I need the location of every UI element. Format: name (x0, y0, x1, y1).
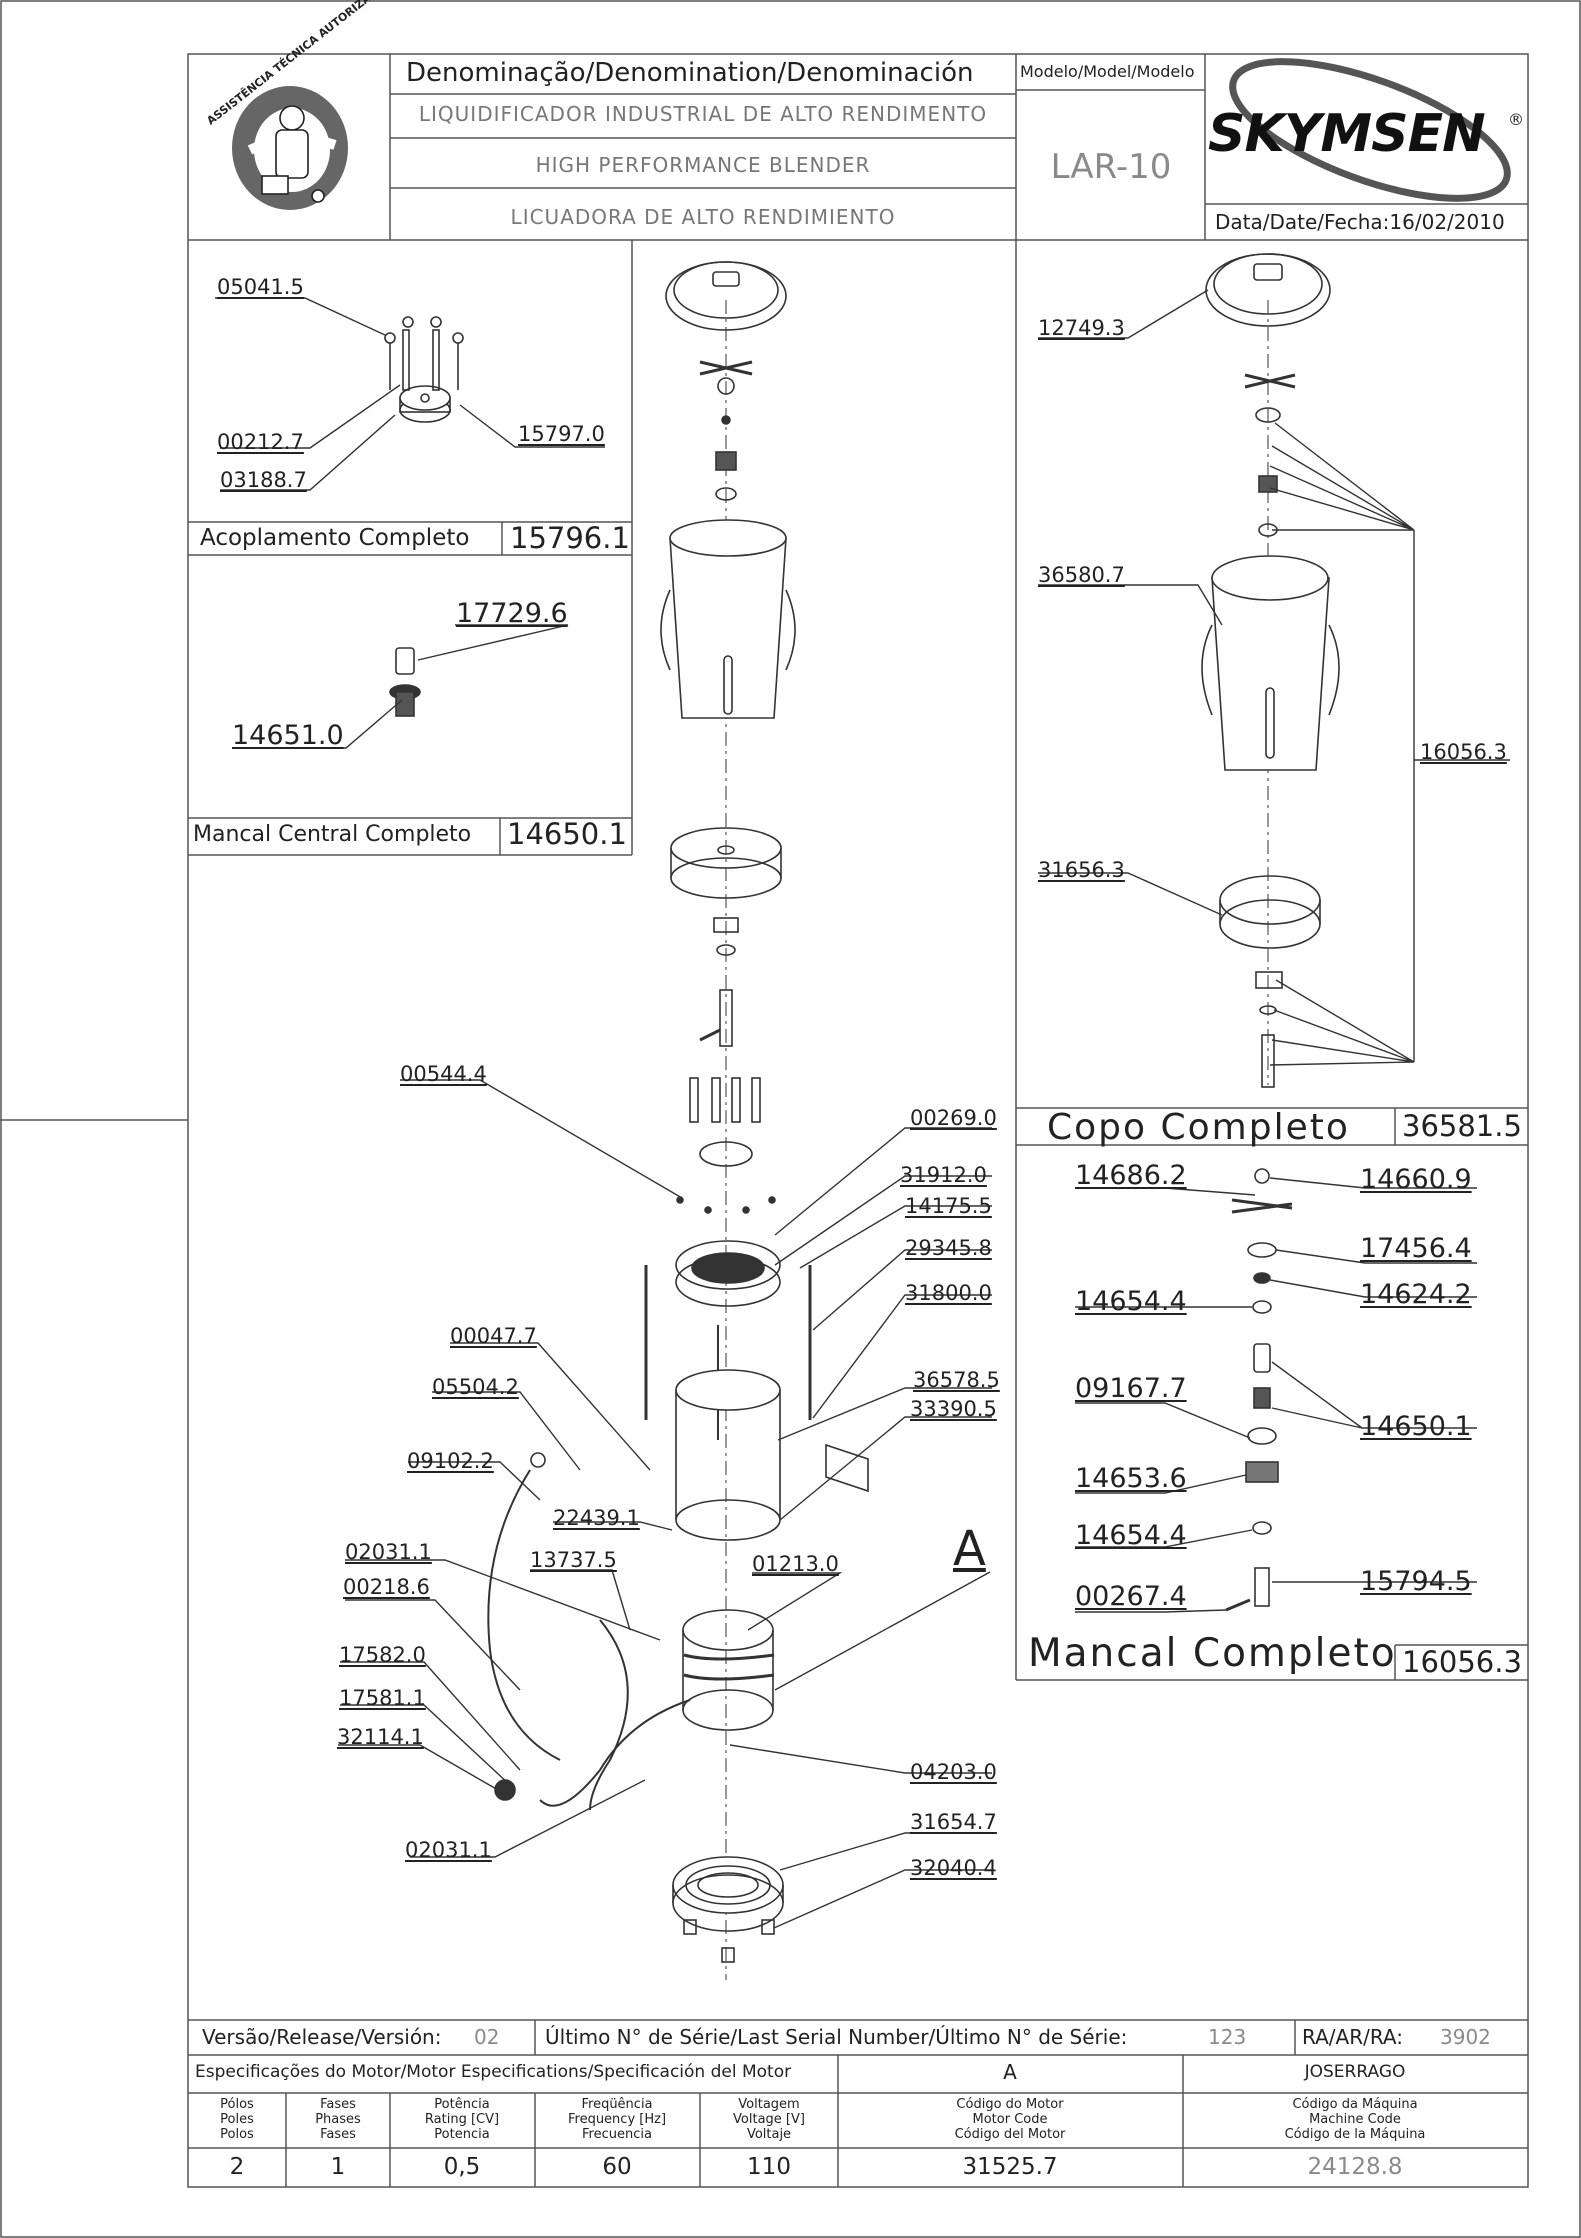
part-label: 00544.4 (400, 1062, 487, 1086)
part-label: 14650.1 (1360, 1411, 1472, 1442)
part-label: 02031.1 (345, 1540, 432, 1564)
part-label: 33390.5 (910, 1397, 997, 1421)
motor-spec-label: Especificações do Motor/Motor Especifica… (195, 2062, 792, 2082)
part-label: 14653.6 (1075, 1463, 1187, 1494)
ra-label: RA/AR/RA: (1302, 2025, 1403, 2049)
spec-value-phases: 1 (330, 2154, 346, 2180)
motor-detail-ref: A (1003, 2060, 1017, 2084)
part-label: 29345.8 (905, 1236, 992, 1260)
spec-value-voltage: 110 (747, 2154, 791, 2180)
part-label: 00269.0 (910, 1106, 997, 1130)
part-label: 05504.2 (432, 1375, 519, 1399)
part-label: 32040.4 (910, 1856, 997, 1880)
detail-marker: A (953, 1521, 986, 1577)
author: JOSERRAGO (1304, 2062, 1406, 2082)
part-label: 12749.3 (1038, 316, 1125, 340)
spec-value-frequency: 60 (602, 2154, 632, 2180)
assembly-code: 15796.1 (510, 521, 630, 555)
part-label: 17582.0 (339, 1643, 426, 1667)
assembly-name: Acoplamento Completo (200, 525, 470, 551)
jar-assembly-drawing (1201, 253, 1340, 1088)
registered-mark: ® (1508, 110, 1524, 129)
part-label: 00218.6 (343, 1575, 430, 1599)
part-label: 14624.2 (1360, 1279, 1472, 1310)
brand-logo: SKYMSEN (1208, 104, 1486, 164)
spec-value-machine-code: 24128.8 (1307, 2154, 1403, 2180)
part-label: 14654.4 (1075, 1520, 1187, 1551)
part-label: 09167.7 (1075, 1373, 1187, 1404)
part-label: 36580.7 (1038, 563, 1125, 587)
part-label: 00212.7 (217, 430, 304, 454)
assembly-name: Mancal Completo (1028, 1631, 1397, 1676)
part-label: 15797.0 (518, 422, 605, 446)
bearing-assembly-drawing (1225, 1168, 1293, 1612)
part-label: 02031.1 (405, 1838, 492, 1862)
part-label: 14686.2 (1075, 1160, 1187, 1191)
part-label: 17456.4 (1360, 1233, 1472, 1264)
part-label: 31912.0 (900, 1163, 987, 1187)
part-label: 32114.1 (337, 1725, 424, 1749)
date-field: Data/Date/Fecha:16/02/2010 (1215, 210, 1505, 234)
assistance-seal (232, 86, 348, 210)
central-bearing-drawing (389, 647, 421, 717)
part-label: 13737.5 (530, 1548, 617, 1572)
part-label: 14175.5 (905, 1194, 992, 1218)
assembly-code: 36581.5 (1402, 1109, 1522, 1143)
part-label: 17581.1 (339, 1686, 426, 1710)
leader-lines (215, 289, 1510, 1929)
part-label: 00047.7 (450, 1324, 537, 1348)
assembly-name: Mancal Central Completo (193, 822, 472, 847)
part-label: 31656.3 (1038, 858, 1125, 882)
part-label: 09102.2 (407, 1449, 494, 1473)
part-label: 36578.5 (913, 1368, 1000, 1392)
name-portuguese: LIQUIDIFICADOR INDUSTRIAL DE ALTO RENDIM… (418, 102, 988, 126)
serial-value: 123 (1208, 2025, 1247, 2049)
part-label: 14651.0 (232, 720, 344, 751)
part-label: 14654.4 (1075, 1286, 1187, 1317)
release-label: Versão/Release/Versión: (202, 2025, 442, 2049)
part-label: 16056.3 (1420, 740, 1507, 764)
spec-value-motor-code: 31525.7 (962, 2154, 1058, 2180)
model-value: LAR-10 (1050, 147, 1172, 187)
assembly-code: 16056.3 (1402, 1645, 1522, 1679)
name-english: HIGH PERFORMANCE BLENDER (535, 153, 871, 177)
assembly-name: Copo Completo (1047, 1107, 1350, 1148)
brand-swoosh (1229, 58, 1511, 202)
model-label: Modelo/Model/Modelo (1020, 62, 1195, 81)
part-label: 04203.0 (910, 1760, 997, 1784)
part-label: 15794.5 (1360, 1566, 1472, 1597)
part-label: 31800.0 (905, 1281, 992, 1305)
part-label: 31654.7 (910, 1810, 997, 1834)
spec-value-poles: 2 (229, 2154, 245, 2180)
part-label: 22439.1 (553, 1506, 640, 1530)
part-label: 01213.0 (752, 1552, 839, 1576)
part-label: 17729.6 (456, 598, 568, 629)
assembly-code: 14650.1 (507, 817, 627, 851)
coupling-assembly-drawing (384, 316, 464, 423)
name-spanish: LICUADORA DE ALTO RENDIMIENTO (510, 205, 896, 229)
part-label: 05041.5 (217, 275, 304, 299)
part-label: 14660.9 (1360, 1164, 1472, 1195)
spec-value-rating: 0,5 (443, 2154, 481, 2180)
denomination-label: Denominação/Denomination/Denominación (406, 58, 974, 88)
main-exploded-view (487, 261, 869, 1980)
release-value: 02 (474, 2025, 500, 2049)
part-label: 03188.7 (220, 468, 307, 492)
ra-value: 3902 (1440, 2025, 1491, 2049)
part-label: 00267.4 (1075, 1581, 1187, 1612)
serial-label: Último N° de Série/Last Serial Number/Úl… (545, 2025, 1128, 2049)
